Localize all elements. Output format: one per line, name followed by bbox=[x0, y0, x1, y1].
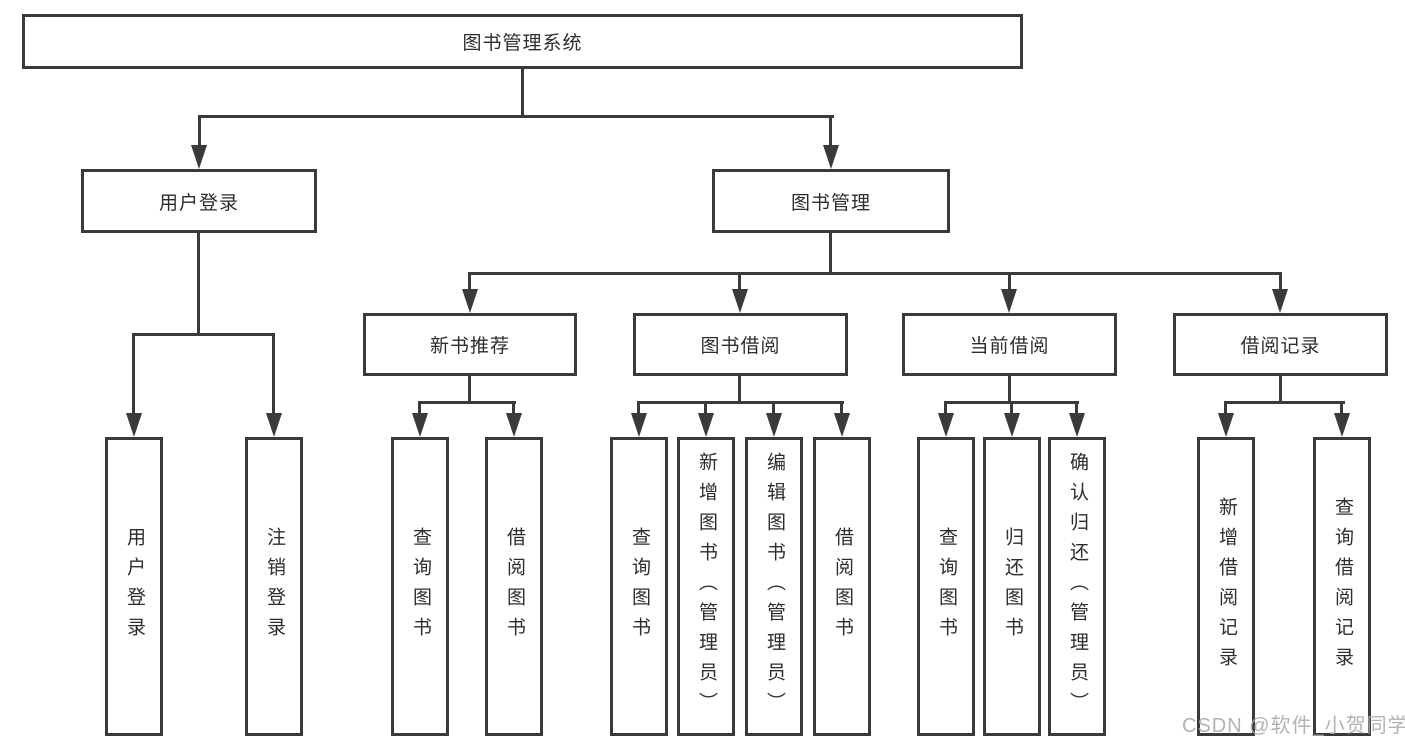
arrowhead-down-icon bbox=[766, 413, 782, 437]
connector-line bbox=[1075, 401, 1078, 415]
arrowhead-down-icon bbox=[462, 289, 478, 313]
connector-line bbox=[198, 115, 201, 147]
connector-line bbox=[829, 233, 832, 274]
connector-line bbox=[469, 272, 1281, 275]
connector-line bbox=[198, 115, 834, 118]
connector-line bbox=[418, 401, 421, 415]
arrowhead-down-icon bbox=[698, 413, 714, 437]
node-logout-action: 注销登录 bbox=[245, 437, 303, 736]
arrowhead-down-icon bbox=[191, 145, 207, 169]
connector-line bbox=[637, 401, 640, 415]
node-book-borrowing: 图书借阅 bbox=[633, 313, 848, 376]
node-return-books: 归还图书 bbox=[983, 437, 1041, 736]
node-user-login: 用户登录 bbox=[81, 169, 317, 233]
node-borrowing-records: 借阅记录 bbox=[1173, 313, 1388, 376]
connector-line bbox=[1224, 401, 1345, 404]
csdn-watermark: CSDN @软件_小贺同学 bbox=[1182, 715, 1405, 737]
connector-line bbox=[1010, 401, 1013, 415]
connector-line bbox=[1008, 376, 1011, 403]
connector-line bbox=[829, 115, 832, 147]
arrowhead-down-icon bbox=[1334, 413, 1350, 437]
arrowhead-down-icon bbox=[1001, 289, 1017, 313]
connector-line bbox=[419, 401, 516, 404]
node-query-books-borrowing: 查询图书 bbox=[610, 437, 668, 736]
connector-line bbox=[704, 401, 707, 415]
node-confirm-return-admin: 确认归还（管理员） bbox=[1048, 437, 1106, 736]
arrowhead-down-icon bbox=[126, 413, 142, 437]
node-borrow-books-recommend: 借阅图书 bbox=[485, 437, 543, 736]
connector-line bbox=[512, 401, 515, 415]
connector-line bbox=[772, 401, 775, 415]
connector-line bbox=[840, 401, 843, 415]
arrowhead-down-icon bbox=[938, 413, 954, 437]
connector-line bbox=[1340, 401, 1343, 415]
node-edit-books-admin: 编辑图书（管理员） bbox=[745, 437, 803, 736]
arrowhead-down-icon bbox=[823, 145, 839, 169]
arrowhead-down-icon bbox=[1004, 413, 1020, 437]
arrowhead-down-icon bbox=[1069, 413, 1085, 437]
arrowhead-down-icon bbox=[631, 413, 647, 437]
node-new-book-recommendation: 新书推荐 bbox=[363, 313, 577, 376]
arrowhead-down-icon bbox=[506, 413, 522, 437]
connector-line bbox=[738, 272, 741, 291]
arrowhead-down-icon bbox=[834, 413, 850, 437]
connector-line bbox=[1224, 401, 1227, 415]
connector-line bbox=[637, 401, 844, 404]
connector-line bbox=[944, 401, 947, 415]
connector-line bbox=[521, 69, 524, 117]
node-current-borrowing: 当前借阅 bbox=[902, 313, 1117, 376]
arrowhead-down-icon bbox=[732, 289, 748, 313]
connector-line bbox=[132, 333, 275, 336]
node-query-borrow-record: 查询借阅记录 bbox=[1313, 437, 1371, 736]
connector-line bbox=[272, 333, 275, 415]
arrowhead-down-icon bbox=[1218, 413, 1234, 437]
arrowhead-down-icon bbox=[266, 413, 282, 437]
connector-line bbox=[1279, 272, 1282, 291]
node-add-books-admin: 新增图书（管理员） bbox=[677, 437, 735, 736]
connector-line bbox=[1279, 376, 1282, 403]
connector-line bbox=[468, 272, 471, 291]
node-library-management-system: 图书管理系统 bbox=[22, 14, 1023, 69]
node-add-borrow-record: 新增借阅记录 bbox=[1197, 437, 1255, 736]
node-query-books-current: 查询图书 bbox=[917, 437, 975, 736]
arrowhead-down-icon bbox=[1272, 289, 1288, 313]
node-user-login-action: 用户登录 bbox=[105, 437, 163, 736]
connector-line bbox=[132, 333, 135, 415]
arrowhead-down-icon bbox=[412, 413, 428, 437]
node-query-books-recommend: 查询图书 bbox=[391, 437, 449, 736]
node-book-management: 图书管理 bbox=[712, 169, 950, 233]
node-borrow-books-borrowing: 借阅图书 bbox=[813, 437, 871, 736]
connector-line bbox=[197, 233, 200, 335]
connector-line bbox=[468, 376, 471, 403]
connector-line bbox=[738, 376, 741, 403]
connector-line bbox=[1008, 272, 1011, 291]
